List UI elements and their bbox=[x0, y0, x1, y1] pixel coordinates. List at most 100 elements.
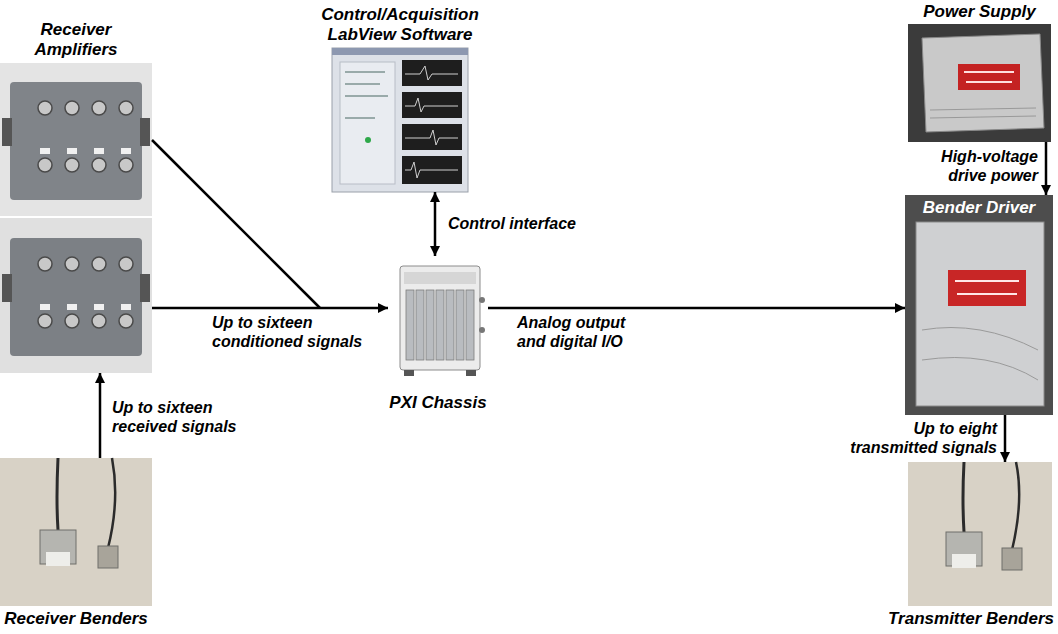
amplifier-photo-part bbox=[2, 118, 12, 146]
connector bbox=[100, 373, 101, 458]
software-screenshot-part-part bbox=[345, 71, 385, 73]
edge-label: Analog output and digital I/O bbox=[515, 313, 659, 351]
pxi-chassis-photo-part-part bbox=[416, 290, 424, 360]
pxi-chassis-photo-part bbox=[400, 266, 480, 370]
amplifier-photo-part bbox=[10, 82, 142, 200]
connector-line bbox=[152, 307, 388, 310]
amplifier-photo-part-part bbox=[67, 148, 77, 154]
amplifier-photo-part-part bbox=[94, 148, 104, 154]
connector bbox=[435, 192, 436, 256]
bender-driver-photo-part bbox=[905, 195, 1053, 415]
amplifier-photo-part-part bbox=[92, 314, 106, 328]
bender-driver-photo-part-part bbox=[957, 293, 1017, 295]
connector bbox=[488, 308, 905, 309]
bender-driver-photo-part bbox=[922, 328, 1038, 381]
photo-node: Power Supply bbox=[908, 24, 1051, 142]
connector-line bbox=[488, 307, 905, 310]
node-heading: Transmitter Benders bbox=[888, 609, 1054, 629]
photo-node: Control/Acquisition LabView Software bbox=[332, 48, 468, 192]
software-screenshot-part-part bbox=[402, 92, 462, 118]
photo-node: Receiver Benders bbox=[0, 458, 152, 606]
pxi-chassis-photo-part bbox=[406, 290, 474, 360]
power-supply-photo-part bbox=[922, 34, 1044, 132]
receiver-benders-photo-part bbox=[57, 458, 58, 530]
amplifier-photo-part-part bbox=[38, 101, 52, 115]
software-screenshot-part-part bbox=[345, 83, 380, 85]
photo-node: PXI Chassis bbox=[388, 256, 488, 390]
pxi-chassis-photo-part-part bbox=[426, 290, 434, 360]
bender-driver-photo-part-part bbox=[922, 358, 1038, 381]
amplifier-photo-part-part bbox=[119, 314, 133, 328]
software-screenshot bbox=[332, 48, 468, 192]
bender-driver-photo-part bbox=[955, 281, 1019, 294]
edge-label: High-voltage drive power bbox=[919, 147, 1040, 185]
pxi-chassis-photo-part bbox=[404, 370, 476, 376]
photo-node: Bender Driver bbox=[905, 195, 1053, 415]
connector-line bbox=[434, 192, 437, 256]
amplifier-photo-part-part bbox=[65, 158, 79, 172]
software-screenshot-part-part bbox=[405, 66, 458, 80]
software-screenshot-part-part bbox=[405, 130, 458, 145]
amplifier-photo-part bbox=[140, 118, 150, 146]
software-screenshot-part bbox=[345, 72, 388, 118]
photo-node: Transmitter Benders bbox=[908, 462, 1052, 606]
bender-driver-photo-part-part bbox=[955, 280, 1019, 282]
pxi-chassis-photo-part-part bbox=[436, 290, 444, 360]
amplifier-photo-part bbox=[140, 274, 150, 302]
software-screenshot-part-part bbox=[345, 117, 375, 119]
amplifier-photo-part bbox=[40, 304, 131, 310]
amplifier-photo-part-part bbox=[40, 304, 50, 310]
pxi-chassis-photo bbox=[400, 266, 485, 376]
connector bbox=[1005, 415, 1006, 462]
software-screenshot-part bbox=[402, 60, 462, 184]
amplifier-photo-part-part bbox=[38, 314, 52, 328]
bender-driver-photo-part bbox=[916, 222, 1044, 406]
amplifier-photo-part-part bbox=[119, 158, 133, 172]
amplifier-photo-part-part bbox=[119, 257, 133, 271]
amplifier-photo-part-part bbox=[121, 304, 131, 310]
pxi-chassis-photo-part-part bbox=[406, 290, 414, 360]
receiver-benders-photo-part bbox=[98, 546, 118, 568]
transmitter-benders-photo-part bbox=[1012, 462, 1019, 550]
amplifier-photo-part bbox=[2, 274, 12, 302]
pxi-chassis-photo-part bbox=[479, 297, 485, 303]
transmitter-benders-photo-part bbox=[952, 554, 976, 568]
amplifier-photo-part bbox=[40, 148, 131, 154]
amplifier-photo-part bbox=[0, 63, 152, 216]
connector bbox=[1046, 142, 1047, 195]
power-supply-photo-part bbox=[964, 72, 1014, 82]
power-supply-photo-part bbox=[908, 24, 1051, 142]
node-heading: Receiver Amplifiers bbox=[11, 20, 141, 60]
power-supply-photo-part-part bbox=[930, 116, 1036, 118]
amplifier-photo-part-part bbox=[65, 314, 79, 328]
software-screenshot-part bbox=[340, 62, 395, 184]
node-heading: Control/Acquisition LabView Software bbox=[285, 5, 515, 45]
edge-label: Up to sixteen conditioned signals bbox=[210, 313, 389, 351]
connector bbox=[152, 140, 388, 308]
receiver-benders-photo-part bbox=[0, 458, 152, 606]
connector-line bbox=[1045, 142, 1048, 195]
edge-label: Up to eight transmitted signals bbox=[833, 419, 999, 457]
software-screenshot-part-part bbox=[405, 98, 458, 112]
software-screenshot-part bbox=[332, 48, 468, 55]
pxi-chassis-photo-part bbox=[479, 327, 485, 333]
edge-label: Up to sixteen received signals bbox=[110, 398, 254, 436]
amplifier-photo-part-part bbox=[38, 257, 52, 271]
pxi-chassis-photo-part-part bbox=[404, 370, 414, 376]
power-supply-photo-part bbox=[930, 108, 1036, 118]
amplifier-photo-part-part bbox=[94, 304, 104, 310]
bender-driver-photo-part bbox=[948, 270, 1026, 306]
receiver-benders-photo-part bbox=[108, 458, 115, 548]
node-heading: Bender Driver bbox=[923, 198, 1035, 218]
power-supply-photo-part-part bbox=[966, 81, 1012, 83]
amplifier-photo bbox=[0, 63, 152, 373]
connector-branch bbox=[152, 140, 320, 308]
amplifier-photo-part bbox=[38, 257, 133, 328]
pxi-chassis-photo-part bbox=[404, 272, 476, 284]
node-heading: PXI Chassis bbox=[389, 393, 486, 413]
amplifier-photo-part-part bbox=[92, 257, 106, 271]
amplifier-photo-part-part bbox=[38, 158, 52, 172]
amplifier-photo-part-part bbox=[40, 148, 50, 154]
software-screenshot-part bbox=[332, 48, 468, 192]
